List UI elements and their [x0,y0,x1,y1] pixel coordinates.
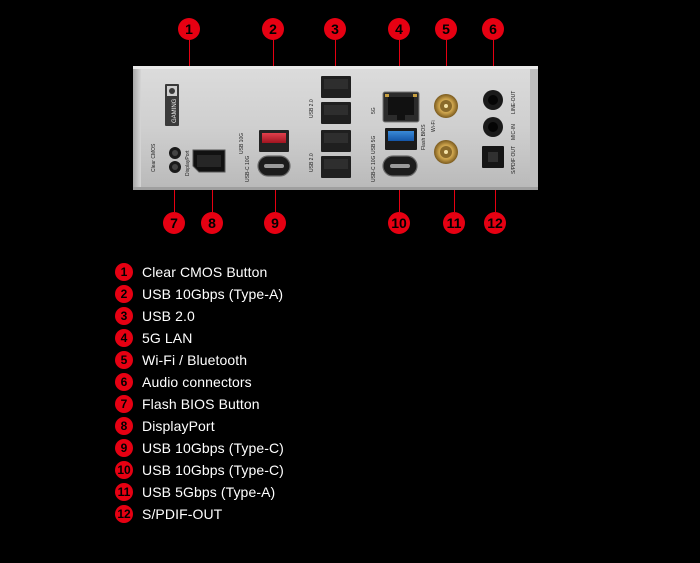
legend-number: 9 [115,439,133,457]
callout-11: 11 [443,212,465,234]
usb-20-port-3[interactable] [321,130,351,152]
usb-20-port-2[interactable] [321,102,351,124]
mic-in-jack[interactable] [483,117,503,137]
legend-item-5: 5 Wi-Fi / Bluetooth [115,349,445,371]
displayport-label: DisplayPort [185,150,191,176]
legend-label: Wi-Fi / Bluetooth [142,352,248,368]
legend-number: 7 [115,395,133,413]
clear-cmos-button[interactable] [169,147,181,159]
wifi-antenna-connector-1[interactable] [434,94,458,118]
legend-number: 2 [115,285,133,303]
usb-c-10g-port-right[interactable] [382,155,418,177]
legend-item-2: 2 USB 10Gbps (Type-A) [115,283,445,305]
io-shield-panel: GAMING Clear CMOS DisplayPort USB 10G US… [133,66,538,190]
callout-5: 5 [435,18,457,40]
callout-7: 7 [163,212,185,234]
legend-label: USB 10Gbps (Type-C) [142,440,284,456]
legend-label: DisplayPort [142,418,215,434]
gaming-logo: GAMING [165,84,179,126]
wifi-antenna-connector-2[interactable] [434,140,458,164]
legend-label: S/PDIF-OUT [142,506,223,522]
legend-label: Flash BIOS Button [142,396,260,412]
leader-line-10 [399,178,400,212]
callout-3: 3 [324,18,346,40]
callout-4: 4 [388,18,410,40]
usb-20-port-4[interactable] [321,156,351,178]
legend-number: 4 [115,329,133,347]
wifi-label: Wi-Fi [431,120,437,132]
legend-item-7: 7 Flash BIOS Button [115,393,445,415]
usb20-bottom-label: USB 2.0 [309,153,315,172]
legend-number: 5 [115,351,133,369]
legend-item-9: 9 USB 10Gbps (Type-C) [115,437,445,459]
legend-number: 11 [115,483,133,501]
lan-label: 5G [371,107,377,114]
legend-item-6: 6 Audio connectors [115,371,445,393]
legend-item-11: 11 USB 5Gbps (Type-A) [115,481,445,503]
flash-bios-port-label: Flash BIOS [421,124,427,150]
displayport-port[interactable] [192,149,226,173]
callout-1: 1 [178,18,200,40]
callout-6: 6 [482,18,504,40]
callout-12: 12 [484,212,506,234]
legend-label: USB 10Gbps (Type-C) [142,462,284,478]
clear-cmos-label: Clear CMOS [151,143,157,172]
usbc10g-left-label: USB-C 10G [245,155,251,182]
spdif-label: S/PDIF OUT [511,146,517,174]
spdif-out-port[interactable] [482,146,504,168]
port-legend: 1 Clear CMOS Button 2 USB 10Gbps (Type-A… [115,261,445,525]
usb-10g-type-a-port[interactable] [259,130,289,152]
legend-item-8: 8 DisplayPort [115,415,445,437]
leader-line-3 [335,40,336,80]
legend-label: Clear CMOS Button [142,264,268,280]
line-out-jack[interactable] [483,90,503,110]
flash-bios-button[interactable] [169,161,181,173]
legend-number: 10 [115,461,133,479]
legend-number: 6 [115,373,133,391]
usb-5g-type-a-port[interactable] [385,128,417,150]
legend-item-4: 4 5G LAN [115,327,445,349]
usb10g-label: USB 10G [239,133,245,154]
legend-label: USB 5Gbps (Type-A) [142,484,276,500]
mic-in-label: MIC-IN [511,124,517,140]
leader-line-12 [495,178,496,212]
legend-item-3: 3 USB 2.0 [115,305,445,327]
legend-label: USB 2.0 [142,308,195,324]
callout-2: 2 [262,18,284,40]
legend-number: 12 [115,505,133,523]
usb-c-10g-port-left[interactable] [257,155,291,177]
usb5g-label: USB 5G [371,136,377,154]
legend-label: USB 10Gbps (Type-A) [142,286,284,302]
legend-label: Audio connectors [142,374,252,390]
legend-item-10: 10 USB 10Gbps (Type-C) [115,459,445,481]
legend-number: 1 [115,263,133,281]
usbc10g-right-label: USB-C 10G [371,155,377,182]
lan-port[interactable] [382,91,420,123]
line-out-label: LINE-OUT [511,91,517,114]
usb20-top-label: USB 2.0 [309,99,315,118]
usb-20-port-1[interactable] [321,76,351,98]
leader-line-8 [212,176,213,212]
gaming-logo-label: GAMING [172,98,178,123]
callout-8: 8 [201,212,223,234]
callout-9: 9 [264,212,286,234]
leader-line-9 [275,178,276,212]
legend-number: 3 [115,307,133,325]
legend-number: 8 [115,417,133,435]
legend-item-12: 12 S/PDIF-OUT [115,503,445,525]
callout-10: 10 [388,212,410,234]
legend-item-1: 1 Clear CMOS Button [115,261,445,283]
legend-label: 5G LAN [142,330,193,346]
